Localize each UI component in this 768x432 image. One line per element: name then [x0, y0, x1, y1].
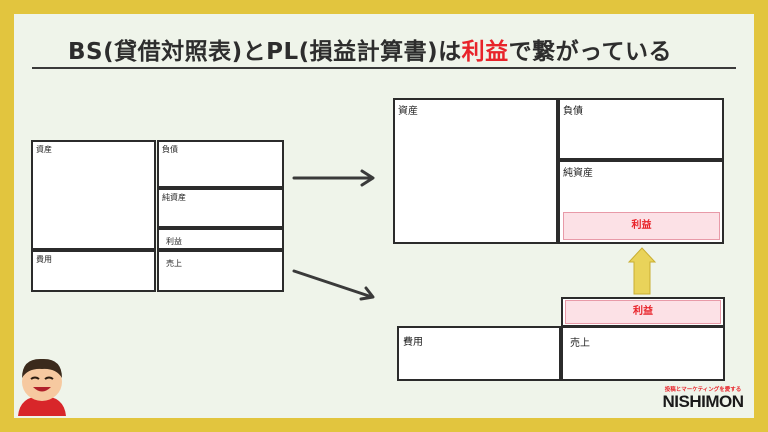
bs-liabilities-label: 負債 [563, 106, 583, 117]
left-sales-box: 売上 [157, 250, 284, 292]
left-net-assets-label: 純資産 [162, 193, 186, 202]
avatar-icon [18, 358, 66, 416]
pl-sales-box: 売上 [561, 326, 725, 381]
pl-sales-label: 売上 [570, 338, 590, 349]
logo-name: NISHIMON [662, 392, 745, 411]
left-net-assets-box: 純資産 [157, 188, 284, 228]
bs-net-assets-label: 純資産 [563, 168, 593, 179]
pl-profit-bar: 利益 [565, 300, 721, 324]
title-highlight: 利益 [461, 39, 509, 65]
page-title: BS(貸借対照表)とPL(損益計算書)は利益で繋がっている [0, 32, 740, 66]
pl-expenses-label: 費用 [403, 337, 423, 348]
title-after: で繋がっている [508, 39, 672, 65]
left-profit-label: 利益 [166, 237, 182, 246]
left-profit-box: 利益 [157, 228, 284, 250]
left-assets-label: 資産 [36, 145, 52, 154]
title-before: BS(貸借対照表)とPL(損益計算書)は [67, 39, 462, 65]
left-sales-label: 売上 [166, 259, 182, 268]
title-divider [32, 67, 736, 69]
left-liabilities-box: 負債 [157, 140, 284, 188]
bs-liabilities-box: 負債 [558, 98, 724, 160]
merge-up-arrow [627, 247, 657, 295]
left-liabilities-label: 負債 [162, 145, 178, 154]
bs-assets-label: 資産 [398, 106, 418, 117]
left-expenses-box: 費用 [31, 250, 156, 292]
left-expenses-label: 費用 [36, 255, 52, 264]
bs-assets-box: 資産 [393, 98, 558, 244]
arrow-to-bs [292, 169, 375, 187]
left-assets-box: 資産 [31, 140, 156, 250]
arrow-to-pl [292, 269, 375, 301]
bs-profit-bar: 利益 [563, 212, 720, 240]
pl-expenses-box: 費用 [397, 326, 561, 381]
logo-tagline: 投稿とマーケティングを愛する [664, 387, 742, 393]
